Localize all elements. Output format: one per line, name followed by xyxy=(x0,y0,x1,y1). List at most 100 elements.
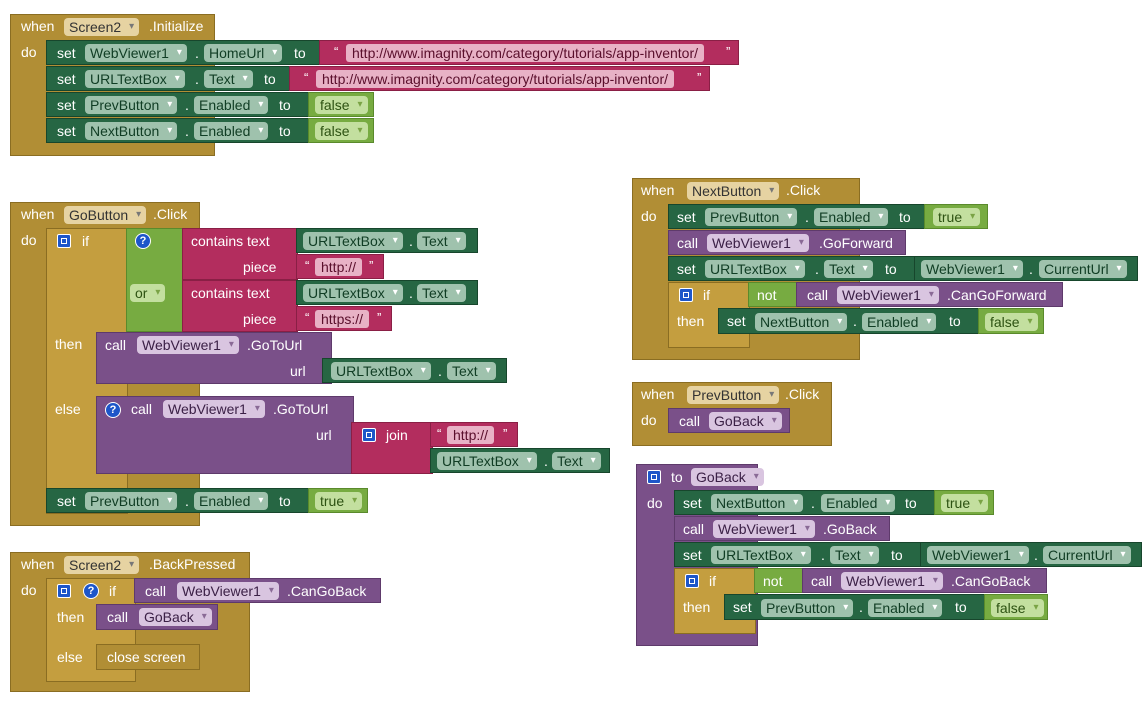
set-prevbutton-enabled-block[interactable]: set PrevButton . Enabled to xyxy=(668,204,926,229)
component-dropdown[interactable]: WebViewer1 xyxy=(841,572,943,590)
urltextbox-text-getter[interactable]: URLTextBox . Text xyxy=(430,448,610,473)
set-nextbutton-enabled-block[interactable]: set NextButton . Enabled to xyxy=(46,118,310,143)
boolean-block[interactable]: false xyxy=(308,118,374,143)
property-dropdown[interactable]: Enabled xyxy=(862,313,937,331)
call-cangoback-block[interactable]: call WebViewer1 .CanGoBack xyxy=(802,568,1047,593)
call-gotourl-block[interactable]: ? call WebViewer1 .GoToUrl url xyxy=(96,396,354,474)
mutator-gear-icon[interactable] xyxy=(685,574,699,588)
property-dropdown[interactable]: HomeUrl xyxy=(204,44,283,62)
component-dropdown[interactable]: WebViewer1 xyxy=(163,400,265,418)
call-goforward-block[interactable]: call WebViewer1 .GoForward xyxy=(668,230,906,255)
boolean-dropdown[interactable]: false xyxy=(315,122,368,140)
procedure-name[interactable]: GoBack xyxy=(691,468,764,486)
component-dropdown[interactable]: NextButton xyxy=(85,122,178,140)
property-dropdown[interactable]: Enabled xyxy=(194,122,269,140)
property-dropdown[interactable]: Text xyxy=(417,284,466,302)
component-dropdown[interactable]: URLTextBox xyxy=(303,284,403,302)
text-value[interactable]: http:// xyxy=(447,426,495,444)
webviewer-currenturl-getter[interactable]: WebViewer1 . CurrentUrl xyxy=(914,256,1138,281)
close-screen-block[interactable]: close screen xyxy=(96,644,200,670)
contains-text-block-1[interactable]: contains text piece xyxy=(182,228,298,280)
set-prevbutton-enabled-block[interactable]: set PrevButton . Enabled to xyxy=(724,594,986,620)
help-icon[interactable]: ? xyxy=(135,233,151,249)
or-block[interactable]: ? or xyxy=(126,228,184,332)
component-dropdown[interactable]: WebViewer1 xyxy=(837,286,939,304)
component-dropdown[interactable]: NextButton xyxy=(711,494,804,512)
boolean-block[interactable]: true xyxy=(934,490,994,515)
component-dropdown[interactable]: Screen2 xyxy=(64,556,140,574)
webviewer-currenturl-getter[interactable]: WebViewer1 . CurrentUrl xyxy=(920,542,1142,567)
text-block[interactable]: “ http://www.imagnity.com/category/tutor… xyxy=(319,40,739,65)
component-dropdown[interactable]: URLTextBox xyxy=(437,452,537,470)
property-dropdown[interactable]: CurrentUrl xyxy=(1039,260,1127,278)
text-value[interactable]: http:// xyxy=(315,258,363,276)
set-homeurl-block[interactable]: set WebViewer1 . HomeUrl to xyxy=(46,40,321,65)
join-block[interactable]: join xyxy=(351,422,433,474)
set-urltextbox-text-block[interactable]: set URLTextBox . Text to xyxy=(674,542,924,567)
property-dropdown[interactable]: CurrentUrl xyxy=(1043,546,1131,564)
boolean-block[interactable]: true xyxy=(308,488,368,513)
component-dropdown[interactable]: WebViewer1 xyxy=(177,582,279,600)
property-dropdown[interactable]: Text xyxy=(417,232,466,250)
mutator-gear-icon[interactable] xyxy=(647,470,661,484)
property-dropdown[interactable]: Text xyxy=(204,70,253,88)
not-block[interactable]: not xyxy=(748,282,798,307)
logic-op-dropdown[interactable]: or xyxy=(130,284,166,302)
call-goback-procedure-block[interactable]: call GoBack xyxy=(668,408,790,433)
text-block[interactable]: “ http:// ” xyxy=(430,422,518,447)
boolean-block[interactable]: true xyxy=(924,204,988,229)
component-dropdown[interactable]: URLTextBox xyxy=(85,70,185,88)
component-dropdown[interactable]: URLTextBox xyxy=(331,362,431,380)
component-dropdown[interactable]: PrevButton xyxy=(761,599,854,617)
component-dropdown[interactable]: URLTextBox xyxy=(303,232,403,250)
boolean-block[interactable]: false xyxy=(984,594,1048,620)
component-dropdown[interactable]: PrevButton xyxy=(705,208,798,226)
component-dropdown[interactable]: WebViewer1 xyxy=(137,336,239,354)
help-icon[interactable]: ? xyxy=(105,402,121,418)
boolean-block[interactable]: false xyxy=(308,92,374,117)
property-dropdown[interactable]: Text xyxy=(552,452,601,470)
set-text-block[interactable]: set URLTextBox . Text to xyxy=(46,66,291,91)
property-dropdown[interactable]: Text xyxy=(447,362,496,380)
component-dropdown[interactable]: WebViewer1 xyxy=(707,234,809,252)
call-cangoforward-block[interactable]: call WebViewer1 .CanGoForward xyxy=(796,282,1063,307)
component-dropdown[interactable]: NextButton xyxy=(687,182,780,200)
component-dropdown[interactable]: URLTextBox xyxy=(705,260,805,278)
property-dropdown[interactable]: Enabled xyxy=(821,494,896,512)
not-block[interactable]: not xyxy=(754,568,804,593)
call-gotourl-block[interactable]: call WebViewer1 .GoToUrl url xyxy=(96,332,332,384)
set-urltextbox-text-block[interactable]: set URLTextBox . Text to xyxy=(668,256,918,281)
component-dropdown[interactable]: URLTextBox xyxy=(711,546,811,564)
call-cangoback-block[interactable]: call WebViewer1 .CanGoBack xyxy=(134,578,381,603)
help-icon[interactable]: ? xyxy=(83,583,99,599)
set-nextbutton-enabled-block[interactable]: set NextButton . Enabled to xyxy=(718,308,980,334)
component-dropdown[interactable]: PrevButton xyxy=(85,492,178,510)
set-nextbutton-enabled-block[interactable]: set NextButton . Enabled to xyxy=(674,490,936,515)
boolean-dropdown[interactable]: true xyxy=(315,492,363,510)
component-dropdown[interactable]: WebViewer1 xyxy=(921,260,1023,278)
contains-text-block-2[interactable]: contains text piece xyxy=(182,280,298,332)
property-dropdown[interactable]: Enabled xyxy=(868,599,943,617)
urltextbox-text-getter[interactable]: URLTextBox . Text xyxy=(322,358,507,383)
component-dropdown[interactable]: WebViewer1 xyxy=(85,44,187,62)
mutator-gear-icon[interactable] xyxy=(57,234,71,248)
text-value[interactable]: https:// xyxy=(315,310,370,328)
boolean-block[interactable]: false xyxy=(978,308,1044,334)
component-dropdown[interactable]: NextButton xyxy=(755,313,848,331)
component-dropdown[interactable]: Screen2 xyxy=(64,18,140,36)
set-prevbutton-enabled-block[interactable]: set PrevButton . Enabled to xyxy=(46,488,310,513)
boolean-dropdown[interactable]: false xyxy=(991,599,1044,617)
boolean-dropdown[interactable]: true xyxy=(941,494,989,512)
text-value[interactable]: http://www.imagnity.com/category/tutoria… xyxy=(346,44,705,62)
component-dropdown[interactable]: WebViewer1 xyxy=(713,520,815,538)
mutator-gear-icon[interactable] xyxy=(679,288,693,302)
component-dropdown[interactable]: PrevButton xyxy=(85,96,178,114)
component-dropdown[interactable]: PrevButton xyxy=(687,386,780,404)
component-dropdown[interactable]: GoButton xyxy=(64,206,147,224)
boolean-dropdown[interactable]: true xyxy=(933,208,981,226)
mutator-gear-icon[interactable] xyxy=(57,584,71,598)
procedure-dropdown[interactable]: GoBack xyxy=(709,412,782,430)
set-prevbutton-enabled-block[interactable]: set PrevButton . Enabled to xyxy=(46,92,310,117)
property-dropdown[interactable]: Enabled xyxy=(194,96,269,114)
component-dropdown[interactable]: WebViewer1 xyxy=(927,546,1029,564)
